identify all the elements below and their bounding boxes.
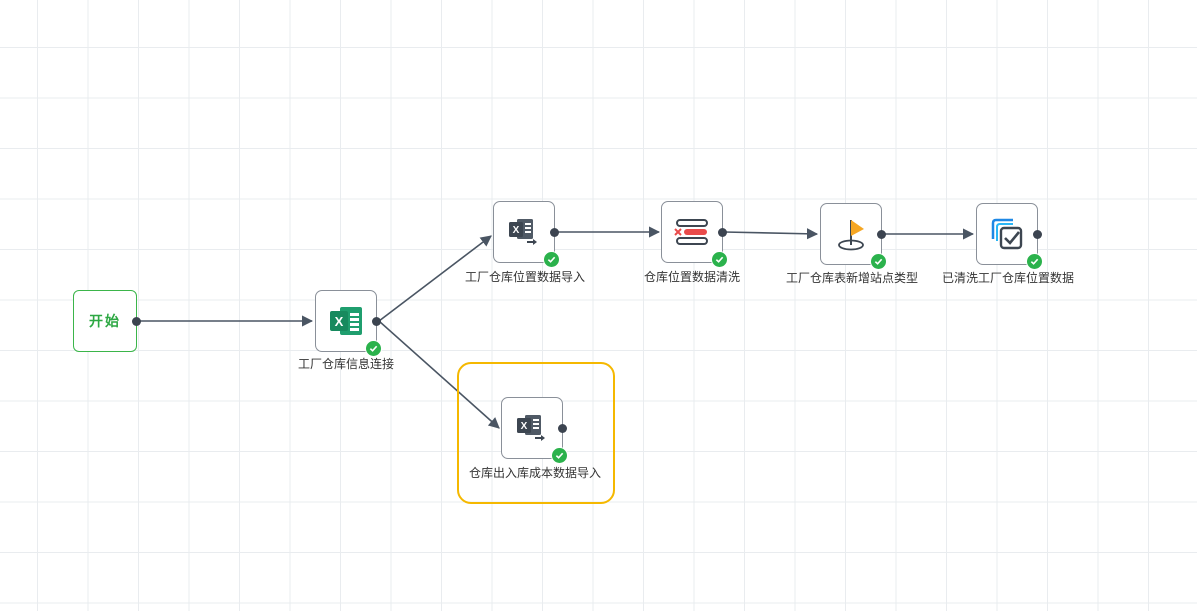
node-factory-warehouse-add-site-type[interactable] — [820, 203, 887, 270]
output-port[interactable] — [558, 424, 567, 433]
node-label: 仓库位置数据清洗 — [643, 270, 740, 284]
excel-import-icon: X — [494, 202, 554, 262]
success-check-icon — [711, 251, 728, 268]
svg-text:X: X — [335, 314, 344, 329]
output-port[interactable] — [718, 228, 727, 237]
flag-target-icon — [821, 204, 881, 264]
node-label: 工厂仓库表新增站点类型 — [785, 271, 918, 285]
node-warehouse-inout-cost-import[interactable]: X — [501, 397, 568, 464]
svg-text:X: X — [513, 225, 520, 236]
success-check-icon — [870, 253, 887, 270]
node-factory-warehouse-location-import[interactable]: X — [493, 201, 560, 268]
checkbox-data-icon — [977, 204, 1037, 264]
node-warehouse-location-clean[interactable] — [661, 201, 728, 268]
excel-green-icon: X — [316, 291, 376, 351]
data-clean-icon — [662, 202, 722, 262]
edge-clean-to-site-type — [723, 228, 819, 240]
node-factory-warehouse-connect[interactable]: X — [315, 290, 382, 357]
node-label: 工厂仓库位置数据导入 — [464, 270, 585, 284]
start-node-label: 开始 — [89, 314, 121, 330]
node-label: 工厂仓库信息连接 — [297, 357, 394, 371]
excel-import-icon: X — [502, 398, 562, 458]
success-check-icon — [543, 251, 560, 268]
output-port[interactable] — [1033, 230, 1042, 239]
output-port[interactable] — [877, 230, 886, 239]
selected-node-highlight — [457, 362, 615, 504]
node-cleaned-factory-warehouse-location[interactable] — [976, 203, 1043, 270]
node-label: 已清洗工厂仓库位置数据 — [941, 271, 1074, 285]
output-port[interactable] — [550, 228, 559, 237]
success-check-icon — [551, 447, 568, 464]
success-check-icon — [365, 340, 382, 357]
success-check-icon — [1026, 253, 1043, 270]
start-output-port[interactable] — [132, 317, 141, 326]
output-port[interactable] — [372, 317, 381, 326]
svg-text:X: X — [521, 421, 528, 432]
start-node[interactable]: 开始 — [73, 290, 141, 352]
node-label: 仓库出入库成本数据导入 — [468, 466, 601, 480]
